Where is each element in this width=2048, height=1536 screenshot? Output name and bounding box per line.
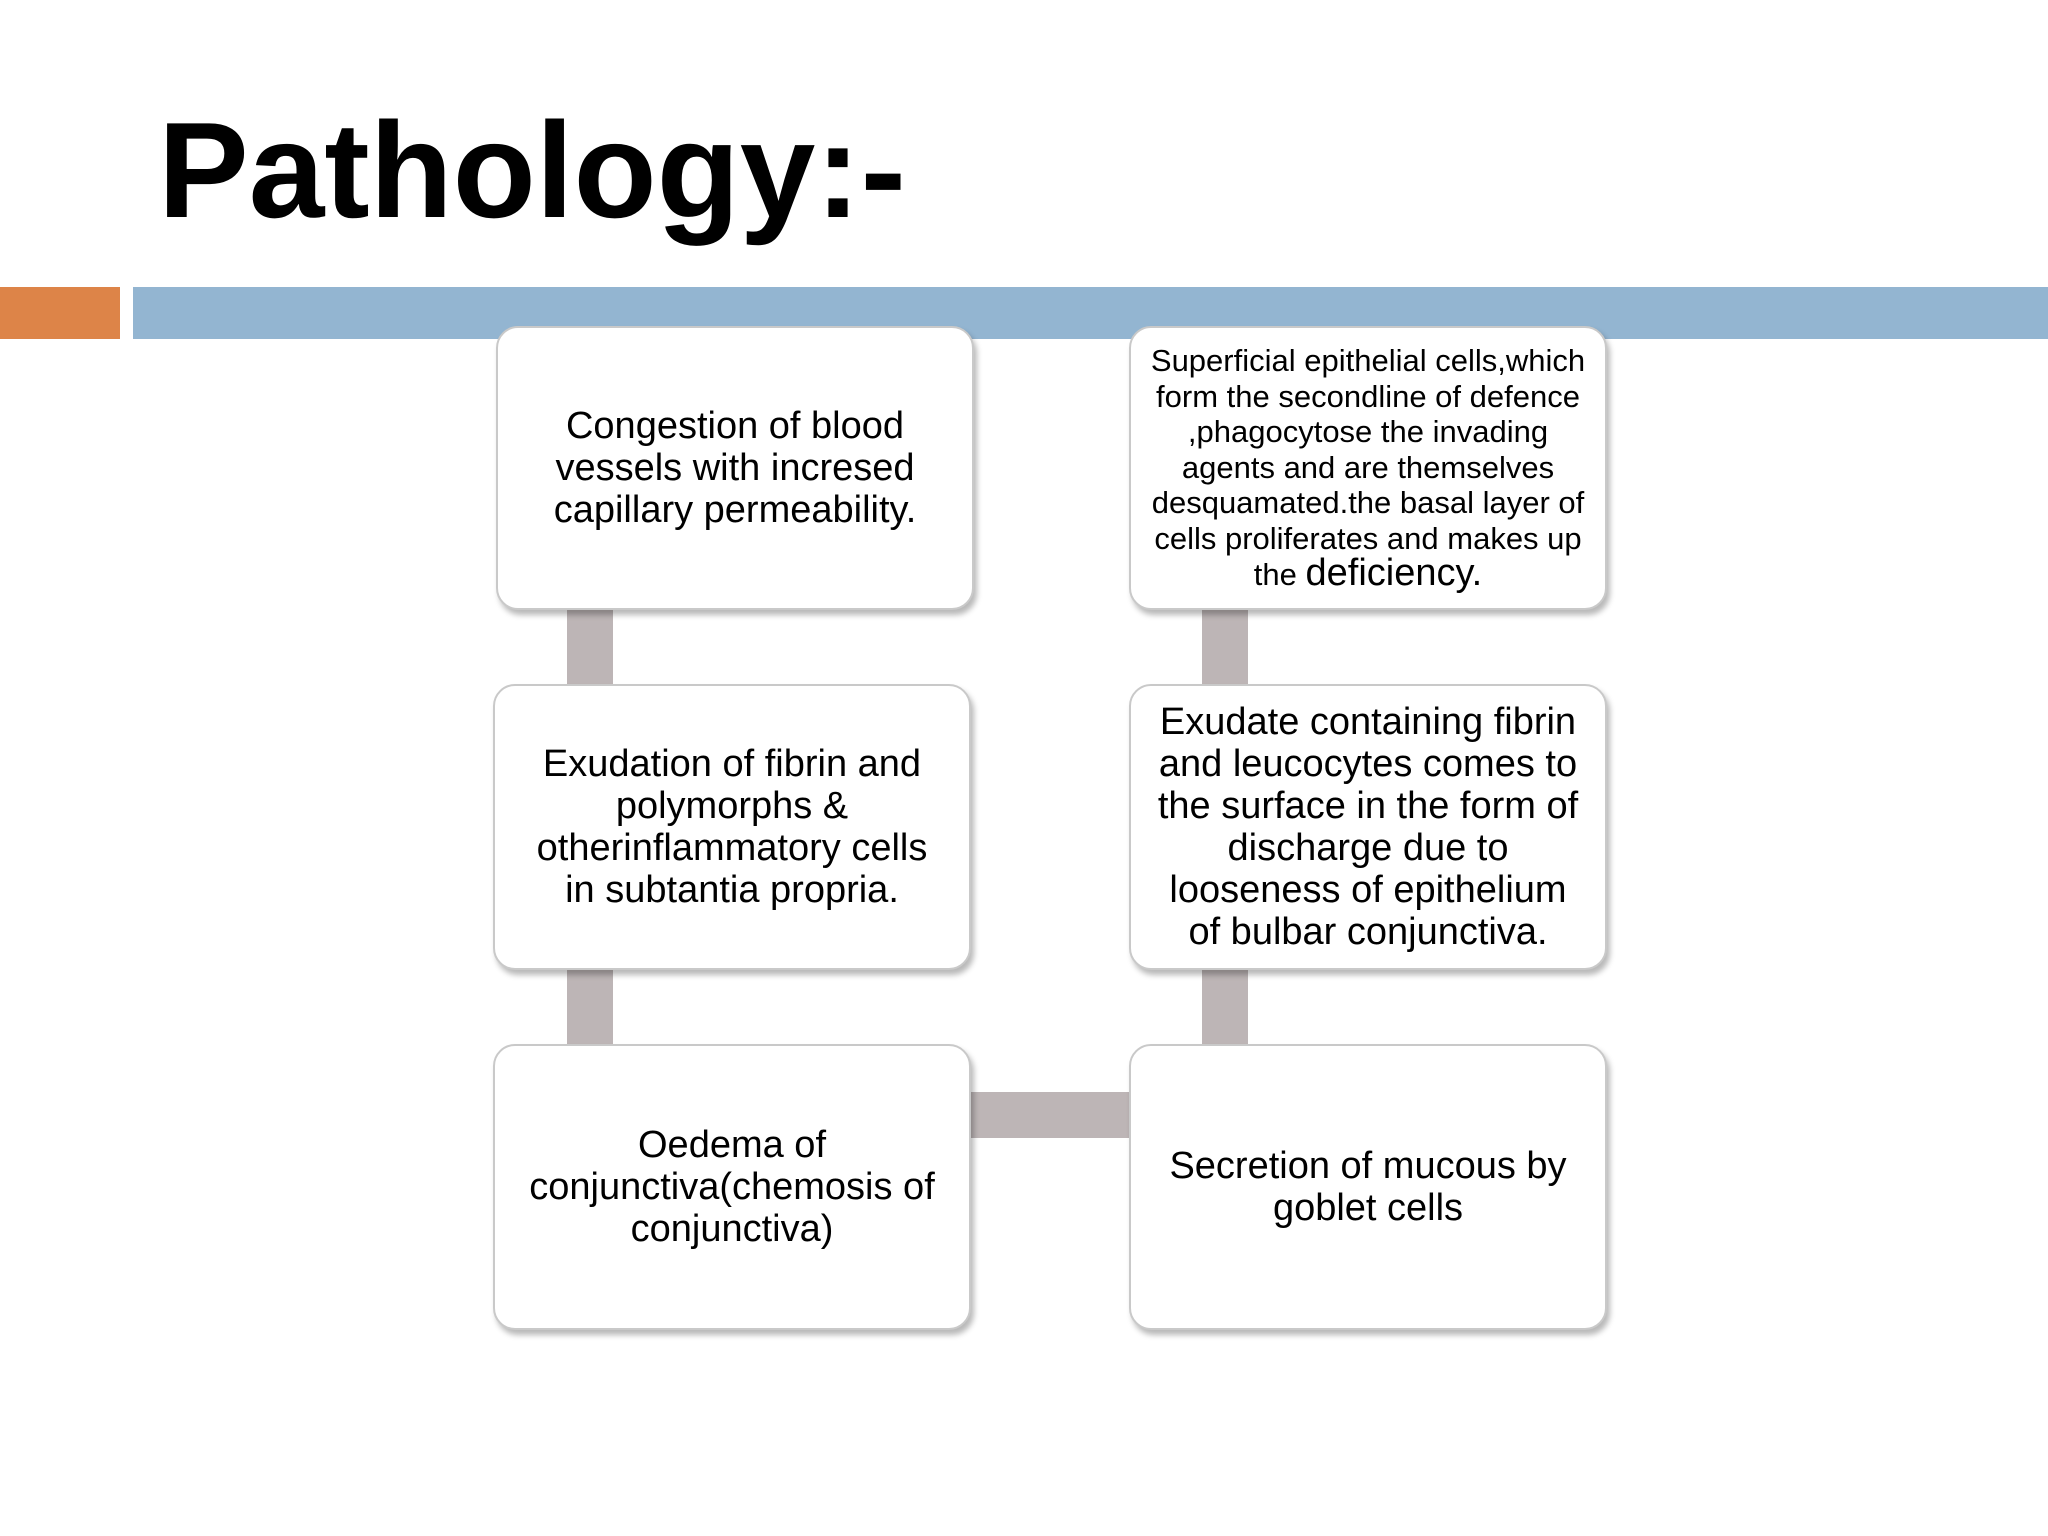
connector-left-lower	[567, 966, 613, 1046]
flow-box-text: Exudate containing fibrin and leucocytes…	[1157, 701, 1579, 953]
flow-box-congestion: Congestion of blood vessels with increse…	[496, 326, 974, 610]
flow-box-exudate-discharge: Exudate containing fibrin and leucocytes…	[1129, 684, 1607, 970]
flow-box-exudation: Exudation of fibrin and polymorphs & oth…	[493, 684, 971, 970]
flow-box-text-main: Superficial epithelial cells,which form …	[1150, 343, 1586, 593]
flow-box-text: Congestion of blood vessels with increse…	[553, 405, 917, 531]
connector-bottom-horizontal	[968, 1092, 1130, 1138]
connector-right-lower	[1202, 966, 1248, 1046]
flow-box-superficial-epithelial: Superficial epithelial cells,which form …	[1129, 326, 1607, 610]
slide-title: Pathology:-	[158, 94, 906, 246]
flow-box-mucous-secretion: Secretion of mucous by goblet cells	[1129, 1044, 1607, 1330]
flow-box-text-emphasis: deficiency.	[1305, 552, 1483, 595]
connector-left-upper	[567, 606, 613, 686]
flow-box-text: Superficial epithelial cells,which form …	[1147, 343, 1589, 593]
flow-box-text: Oedema of conjunctiva(chemosis of conjun…	[529, 1124, 935, 1250]
accent-bar-orange	[0, 287, 120, 339]
flow-box-oedema: Oedema of conjunctiva(chemosis of conjun…	[493, 1044, 971, 1330]
flow-box-text: Secretion of mucous by goblet cells	[1169, 1145, 1567, 1229]
accent-bar-blue	[133, 287, 2048, 339]
flow-box-text: Exudation of fibrin and polymorphs & oth…	[536, 743, 928, 911]
connector-right-upper	[1202, 606, 1248, 686]
